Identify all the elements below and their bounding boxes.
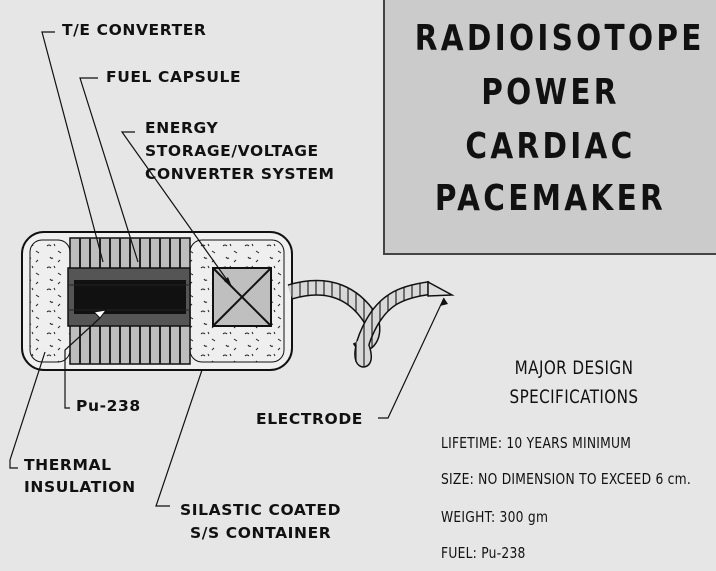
label-thermal-1: THERMAL [24, 456, 112, 474]
spec-heading-2: SPECIFICATIONS [509, 386, 639, 408]
energy-storage-box [212, 267, 272, 327]
title-line-3: CARDIAC [465, 126, 636, 167]
spec-lifetime: LIFETIME: 10 YEARS MINIMUM [441, 434, 632, 452]
label-electrode: ELECTRODE [256, 410, 363, 428]
label-pu238: Pu-238 [76, 397, 141, 415]
label-container-1: SILASTIC COATED [180, 501, 342, 519]
energy-arrowhead [224, 277, 232, 287]
electrode-lead [287, 279, 455, 368]
label-thermal-2: INSULATION [24, 478, 136, 496]
leader-lines [9, 31, 445, 507]
pu238-arrowhead [92, 309, 108, 319]
spec-size: SIZE: NO DIMENSION TO EXCEED 6 cm. [441, 470, 692, 488]
label-energy-storage-3: CONVERTER SYSTEM [145, 165, 335, 183]
label-container-2: S/S CONTAINER [190, 524, 332, 542]
label-energy-storage-1: ENERGY [145, 119, 219, 137]
thermal-insulation-left [29, 239, 71, 363]
title-line-4: PACEMAKER [434, 178, 667, 219]
title-line-1: RADIOISOTOPE [414, 18, 705, 59]
spec-weight: WEIGHT: 300 gm [441, 508, 549, 526]
label-te-converter: T/E CONVERTER [62, 21, 207, 39]
spec-heading-1: MAJOR DESIGN [514, 357, 634, 379]
title-box: RADIOISOTOPE POWER CARDIAC PACEMAKER [383, 0, 716, 255]
title-line-2: POWER [481, 72, 620, 113]
label-fuel-capsule: FUEL CAPSULE [106, 68, 242, 86]
spec-fuel: FUEL: Pu-238 [441, 544, 526, 562]
label-energy-storage-2: STORAGE/VOLTAGE [145, 142, 319, 160]
electrode-arrowhead [440, 298, 448, 306]
fuel-capsule [67, 267, 191, 327]
